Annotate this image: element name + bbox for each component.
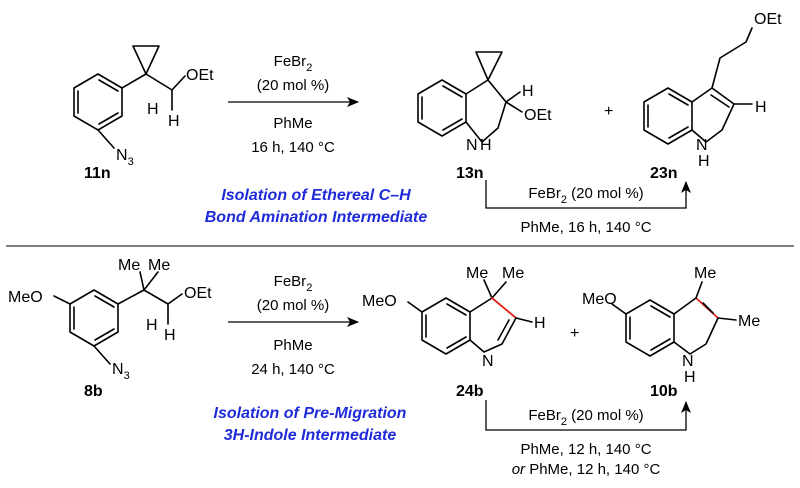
- hydrogen-label-1: H: [147, 101, 159, 118]
- compound-label-8b: 8b: [84, 383, 103, 400]
- methyl-label-8b-2: Me: [148, 257, 170, 274]
- scheme-2: MeO Me Me OEt H H N3 8b FeBr2 (20 mol %)…: [8, 257, 760, 478]
- nitrogen-label-10b: N: [682, 353, 694, 370]
- hydrogen-label-13n: H: [522, 83, 534, 100]
- nh-hydrogen-10b: H: [684, 369, 696, 386]
- loading-2: (20 mol %): [257, 297, 330, 314]
- compound-8b-structure: MeO Me Me OEt H H N3: [8, 257, 212, 382]
- nh-hydrogen-23n: H: [698, 153, 710, 170]
- hydrogen-label-24b: H: [534, 315, 546, 332]
- azide-label: N3: [116, 147, 134, 168]
- nitrogen-label-23n: N: [696, 137, 708, 154]
- solvent-2: PhMe: [273, 337, 312, 354]
- note-line-3: Isolation of Pre-Migration: [214, 405, 407, 422]
- note-line-1: Isolation of Ethereal C–H: [221, 187, 411, 204]
- compound-label-23n: 23n: [650, 165, 678, 182]
- methoxy-label-8b: MeO: [8, 289, 43, 306]
- methyl-label-24b-2: Me: [502, 265, 524, 282]
- methyl-label-24b-1: Me: [466, 265, 488, 282]
- loading-1: (20 mol %): [257, 77, 330, 94]
- compound-11n-structure: OEt H H N3: [73, 45, 214, 168]
- hydrogen-label-8b-1: H: [146, 317, 158, 334]
- methyl-label-10b-1: Me: [694, 265, 716, 282]
- methoxy-label-10b: MeO: [582, 291, 617, 308]
- reagent-1: FeBr2: [274, 53, 313, 74]
- side-conditions-2a: PhMe, 12 h, 140 °C: [520, 441, 651, 458]
- compound-label-11n: 11n: [84, 165, 111, 182]
- conditions-1: 16 h, 140 °C: [251, 139, 335, 156]
- compound-13n-structure: H OEt N H: [417, 51, 552, 154]
- side-conditions-2b: or PhMe, 12 h, 140 °C: [512, 461, 661, 478]
- plus-sign-2: +: [570, 325, 579, 342]
- ethoxy-label-8b: OEt: [184, 285, 212, 302]
- side-reagent-2: FeBr2 (20 mol %): [528, 407, 643, 428]
- side-arrow-2: [485, 400, 691, 431]
- scheme-1: OEt H H N3 11n FeBr2 (20 mol %) PhMe 16 …: [73, 11, 782, 236]
- nh-hydrogen-13n: H: [480, 137, 492, 154]
- ethoxy-label: OEt: [186, 67, 214, 84]
- side-arrow-1: [485, 180, 691, 209]
- side-conditions-1: PhMe, 16 h, 140 °C: [520, 219, 651, 236]
- hydrogen-label-2: H: [168, 113, 180, 130]
- compound-label-24b: 24b: [456, 383, 484, 400]
- azide-label-8b: N3: [112, 361, 130, 382]
- hydrogen-label-8b-2: H: [164, 327, 176, 344]
- compound-label-10b: 10b: [650, 383, 678, 400]
- note-line-2: Bond Amination Intermediate: [205, 209, 428, 226]
- compound-label-13n: 13n: [456, 165, 484, 182]
- conditions-2: 24 h, 140 °C: [251, 361, 335, 378]
- compound-24b-structure: MeO Me Me H N: [362, 265, 546, 370]
- ethoxy-label-13n: OEt: [524, 107, 552, 124]
- hydrogen-label-23n: H: [755, 99, 767, 116]
- methyl-label-10b-2: Me: [738, 313, 760, 330]
- nitrogen-label-24b: N: [482, 353, 494, 370]
- reagent-2: FeBr2: [274, 273, 313, 294]
- nitrogen-label-13n: N: [466, 137, 478, 154]
- methoxy-label-24b: MeO: [362, 293, 397, 310]
- solvent-1: PhMe: [273, 115, 312, 132]
- note-line-4: 3H-Indole Intermediate: [224, 427, 397, 444]
- side-reagent-1: FeBr2 (20 mol %): [528, 185, 643, 206]
- compound-10b-structure: MeO Me Me N H: [582, 265, 760, 386]
- plus-sign-1: +: [604, 103, 613, 120]
- methyl-label-8b-1: Me: [118, 257, 140, 274]
- compound-23n-structure: OEt H N H: [643, 11, 782, 170]
- ethoxy-label-23n: OEt: [754, 11, 782, 28]
